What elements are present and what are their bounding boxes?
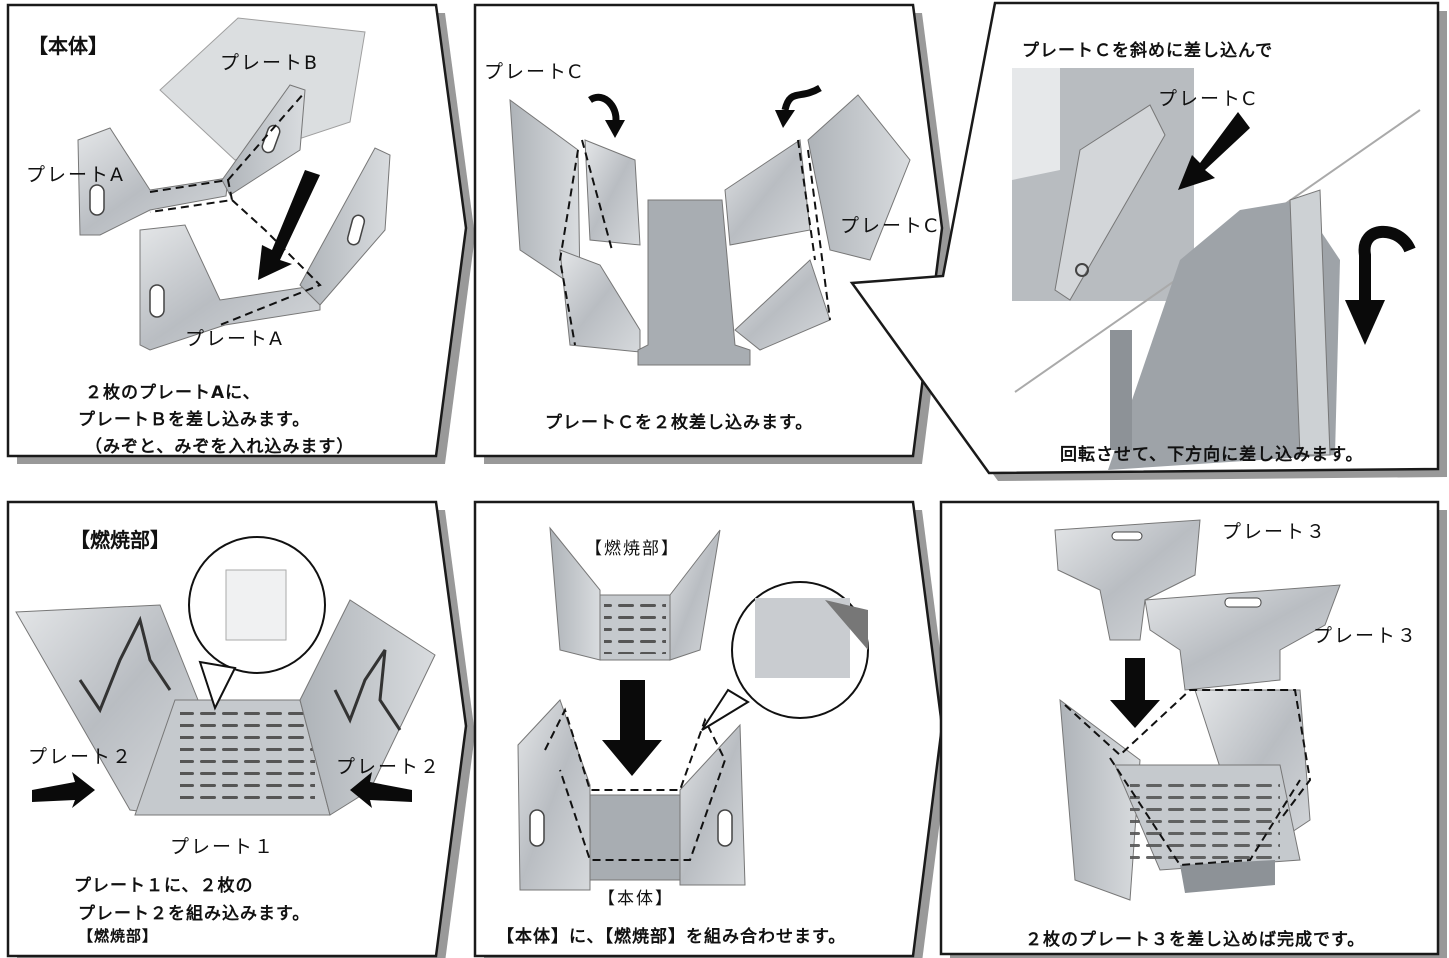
diagonal-arrow (1178, 112, 1250, 190)
down-arrow-big (602, 680, 662, 776)
panel1-illustration (77, 17, 391, 351)
panel1-title: 【本体】 (28, 34, 108, 58)
panel2-label-plate-c-left: プレートC (484, 61, 584, 83)
panel5-illustration (517, 526, 869, 891)
panel2-label-plate-c-right: プレートC (840, 215, 940, 237)
panel4-label-plate2-right: プレート２ (336, 756, 442, 778)
panel4-caption-line3: 【燃焼部】 (78, 927, 159, 945)
plate-a-back (77, 127, 229, 236)
plate-a-front (139, 224, 321, 351)
plate-a-front-wing (299, 147, 391, 306)
panel4-title: 【燃焼部】 (70, 528, 170, 552)
panel5-label-burner: 【燃焼部】 (585, 539, 680, 559)
plate-b (159, 17, 366, 161)
panel1-caption-line2: プレートＢを差し込みます。 (78, 410, 311, 430)
panel1-caption-line1: ２枚のプレートAに、 (85, 383, 261, 403)
panel3-label-plate-c: プレートC (1158, 88, 1258, 110)
panel4-label-plate1: プレート１ (170, 836, 276, 858)
panel4-caption-line2: プレート２を組み込みます。 (78, 904, 311, 924)
down-arrow (258, 170, 320, 280)
left-arrow (32, 772, 95, 808)
panel1-label-plate-a-left: プレートA (26, 164, 125, 186)
panel5-caption: 【本体】に、【燃焼部】を組み合わせます。 (497, 927, 847, 947)
panel1-caption-line3: （みぞと、みぞを入れ込みます） (85, 437, 355, 457)
panel1-label-plate-b: プレートB (220, 52, 320, 74)
panel6-illustration (1054, 519, 1341, 901)
panel6-label-plate3-right: プレート３ (1313, 625, 1419, 647)
panel4-caption-line1: プレート１に、２枚の (74, 876, 254, 896)
panel1-label-plate-a-bottom: プレートA (185, 328, 284, 350)
panel2-illustration (509, 84, 911, 366)
panel6-caption: ２枚のプレート３を差し込めば完成です。 (1025, 930, 1366, 950)
panel3-caption: 回転させて、下方向に差し込みます。 (1060, 445, 1364, 465)
panel3-title: プレートＣを斜めに差し込んで (1022, 41, 1274, 61)
panel4-illustration (15, 536, 436, 816)
right-arrow (350, 772, 412, 808)
panel2-caption: プレートＣを２枚差し込みます。 (545, 413, 814, 433)
panel3-illustration (1012, 68, 1421, 470)
panel6-label-plate3-top: プレート３ (1222, 521, 1328, 543)
panel5-label-body: 【本体】 (598, 889, 674, 909)
panel4-label-plate2-left: プレート２ (28, 746, 134, 768)
base-plate (637, 199, 751, 366)
